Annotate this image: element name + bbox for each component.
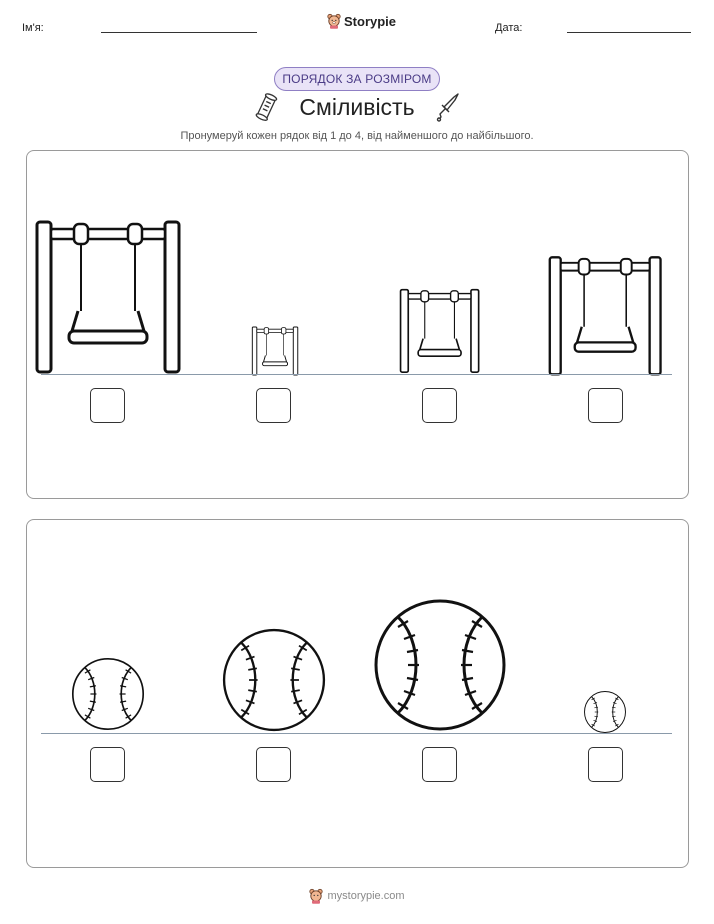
date-line[interactable] <box>567 32 691 33</box>
answer-box-swing-4[interactable] <box>588 388 623 423</box>
page-title: Сміливість <box>299 94 415 120</box>
answer-box-baseball-3[interactable] <box>422 747 457 782</box>
baseball-4 <box>584 691 626 733</box>
baseball-1 <box>71 657 145 731</box>
row-panel-swings <box>26 150 689 499</box>
date-label: Дата: <box>495 22 523 34</box>
baseball-2 <box>222 628 326 732</box>
answer-box-swing-1[interactable] <box>90 388 125 423</box>
baseline-baseballs <box>41 733 672 734</box>
baseball-3 <box>374 599 506 731</box>
answer-box-baseball-1[interactable] <box>90 747 125 782</box>
baseline-swings <box>41 374 672 375</box>
answer-box-baseball-2[interactable] <box>256 747 291 782</box>
answer-box-swing-3[interactable] <box>422 388 457 423</box>
name-line[interactable] <box>101 32 257 33</box>
footer-link[interactable]: mystorypie.com <box>327 890 405 902</box>
name-label: Ім'я: <box>22 22 44 34</box>
answer-box-baseball-4[interactable] <box>588 747 623 782</box>
row-panel-baseballs <box>26 519 689 868</box>
scroll-icon <box>255 93 278 121</box>
answer-box-swing-2[interactable] <box>256 388 291 423</box>
instructions: Пронумеруй кожен рядок від 1 до 4, від н… <box>180 130 534 142</box>
bear-logo-icon <box>327 13 341 29</box>
sword-icon <box>436 93 459 122</box>
topic-badge: ПОРЯДОК ЗА РОЗМІРОМ <box>274 67 440 91</box>
logo-text: Storypie <box>344 13 397 29</box>
footer: mystorypie.com <box>0 888 714 904</box>
bear-footer-icon <box>309 888 324 904</box>
logo: Storypie <box>327 13 396 29</box>
